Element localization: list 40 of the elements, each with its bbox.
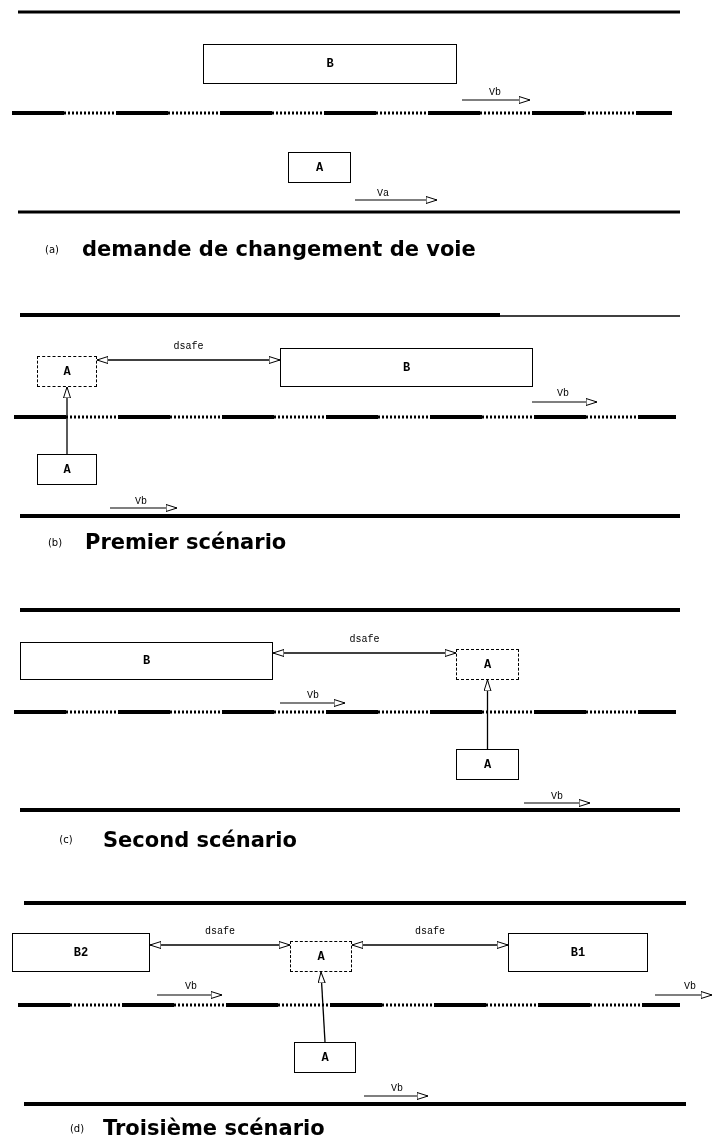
edge-label: dsafe [171, 340, 206, 352]
vehicle-box: B [203, 44, 457, 84]
caption-text: demande de changement de voie [82, 237, 476, 261]
velocity-label: Vb [391, 1082, 403, 1094]
velocity-label: Vb [135, 495, 147, 507]
edge-label: dsafe [347, 633, 382, 645]
edge-label: dsafe [413, 925, 447, 937]
target-position-box: A [37, 356, 97, 387]
velocity-label: Vb [489, 86, 501, 98]
vehicle-box: B1 [508, 933, 648, 972]
distance-arrow [96, 356, 281, 364]
velocity-label: Va [377, 187, 389, 199]
vehicle-box: A [37, 454, 97, 485]
vehicle-box: A [456, 749, 519, 780]
vehicle-box: B2 [12, 933, 150, 972]
lane-change-arrow [317, 971, 326, 1043]
velocity-label: Vb [185, 980, 197, 992]
vehicle-box: A [288, 152, 351, 183]
vehicle-box: B [280, 348, 533, 387]
velocity-label: Vb [307, 689, 319, 701]
distance-arrow [272, 649, 457, 657]
panel-letter: (c) [59, 833, 73, 845]
velocity-label: Vb [557, 387, 569, 399]
velocity-label: Vb [551, 790, 563, 802]
vehicle-box: B [20, 642, 273, 680]
lane-change-arrow [483, 679, 492, 750]
caption-text: Premier scénario [85, 530, 287, 554]
lane-change-arrow [63, 386, 71, 455]
target-position-box: A [290, 941, 352, 972]
caption-text: Troisième scénario [103, 1116, 325, 1140]
velocity-label: Vb [684, 980, 696, 992]
vehicle-box: A [294, 1042, 356, 1073]
panel-letter: (a) [45, 243, 59, 255]
distance-arrow [149, 941, 291, 949]
target-position-box: A [456, 649, 519, 680]
distance-arrow [351, 941, 509, 949]
edge-label: dsafe [203, 925, 237, 937]
caption-text: Second scénario [103, 828, 297, 852]
panel-letter: (b) [47, 536, 63, 548]
panel-letter: (d) [69, 1122, 85, 1134]
